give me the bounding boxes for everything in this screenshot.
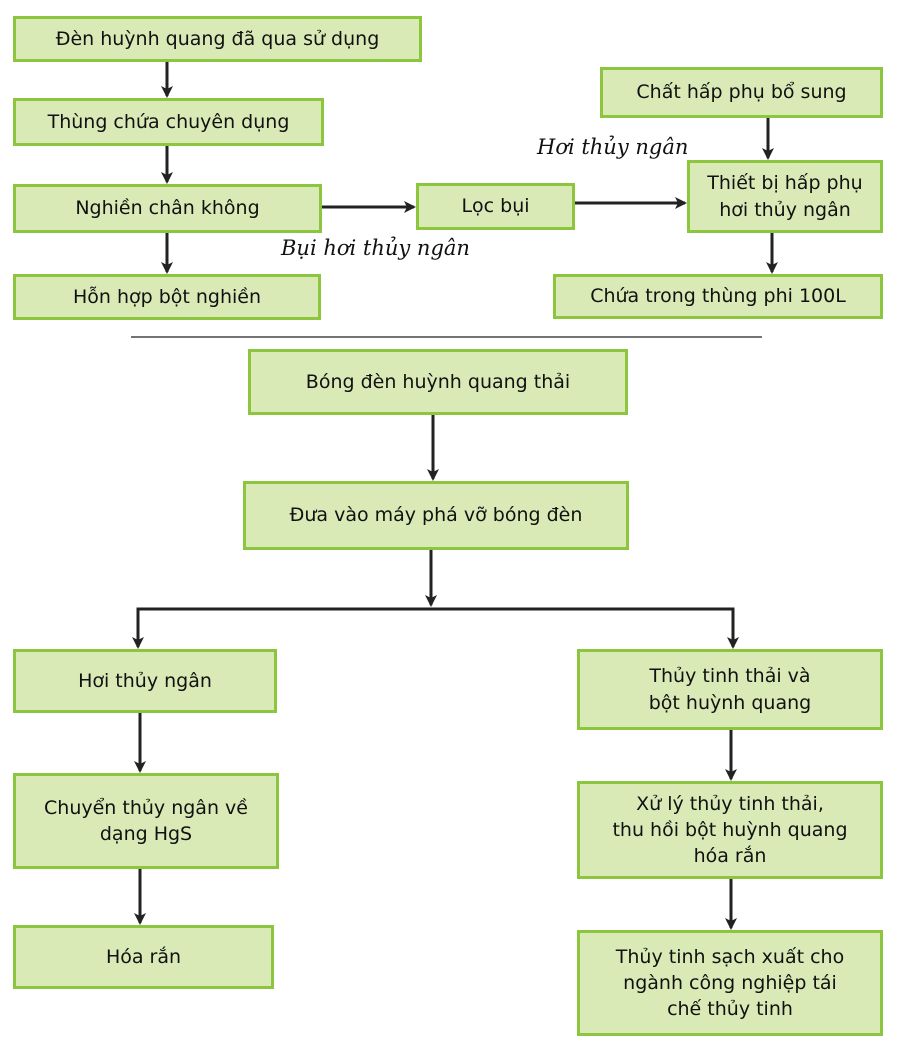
box-vacuum-crush: Nghiền chân không: [13, 184, 322, 233]
box-solidify: Hóa rắn: [13, 925, 274, 989]
box-adsorber: Thiết bị hấp phụ hơi thủy ngân: [687, 160, 883, 233]
box-clean-glass-line-3: chế thủy tinh: [667, 998, 793, 1021]
box-glass-powder: Thủy tinh thải và bột huỳnh quang: [577, 649, 883, 730]
box-used-lamps: Đèn huỳnh quang đã qua sử dụng: [13, 16, 422, 62]
box-adsorber-line-1: Thiết bị hấp phụ: [707, 172, 863, 195]
box-process-glass-line-1: Xử lý thủy tinh thải,: [636, 792, 824, 815]
box-to-hgs: Chuyển thủy ngân về dạng HgS: [13, 773, 279, 869]
box-powder-mix-text: Hỗn hợp bột nghiền: [72, 285, 262, 308]
label-dust-vapor: Bụi hơi thủy ngân: [281, 236, 470, 260]
box-vacuum-crush-text: Nghiền chân không: [75, 197, 260, 220]
box-special-container-text: Thùng chứa chuyên dụng: [47, 110, 290, 133]
box-extra-adsorbent-text: Chất hấp phụ bổ sung: [636, 81, 847, 104]
box-process-glass-line-3: hóa rắn: [693, 845, 767, 868]
box-special-container: Thùng chứa chuyên dụng: [13, 98, 324, 146]
box-powder-mix: Hỗn hợp bột nghiền: [13, 274, 321, 320]
box-to-hgs-line-2: dạng HgS: [99, 823, 193, 845]
box-to-hgs-line-1: Chuyển thủy ngân về: [44, 796, 248, 819]
box-mercury-vapor-text: Hơi thủy ngân: [78, 669, 212, 692]
box-adsorber-line-2: hơi thủy ngân: [719, 198, 851, 221]
label-mercury-vapor: Hơi thủy ngân: [537, 135, 689, 159]
box-waste-lamps-text: Bóng đèn huỳnh quang thải: [305, 370, 571, 393]
box-waste-lamps: Bóng đèn huỳnh quang thải: [248, 349, 628, 415]
box-dust-filter: Lọc bụi: [416, 183, 575, 230]
box-mercury-vapor: Hơi thủy ngân: [13, 649, 277, 713]
box-process-glass: Xử lý thủy tinh thải, thu hồi bột huỳnh …: [577, 781, 883, 879]
box-process-glass-line-2: thu hồi bột huỳnh quang: [612, 818, 848, 841]
box-glass-powder-line-1: Thủy tinh thải và: [649, 665, 811, 688]
box-used-lamps-text: Đèn huỳnh quang đã qua sử dụng: [55, 27, 380, 50]
box-clean-glass-line-1: Thủy tinh sạch xuất cho: [615, 945, 845, 968]
box-crusher: Đưa vào máy phá vỡ bóng đèn: [243, 481, 629, 550]
box-solidify-text: Hóa rắn: [105, 945, 182, 968]
split-bar: [136, 607, 735, 645]
box-extra-adsorbent: Chất hấp phụ bổ sung: [600, 67, 883, 118]
box-drum-text: Chứa trong thùng phi 100L: [590, 285, 846, 308]
box-drum: Chứa trong thùng phi 100L: [553, 274, 883, 319]
box-dust-filter-text: Lọc bụi: [461, 195, 530, 218]
box-clean-glass-line-2: ngành công nghiệp tái: [623, 971, 837, 994]
box-glass-powder-line-2: bột huỳnh quang: [648, 691, 812, 714]
box-clean-glass: Thủy tinh sạch xuất cho ngành công nghiệ…: [577, 930, 883, 1036]
box-crusher-text: Đưa vào máy phá vỡ bóng đèn: [289, 504, 583, 527]
